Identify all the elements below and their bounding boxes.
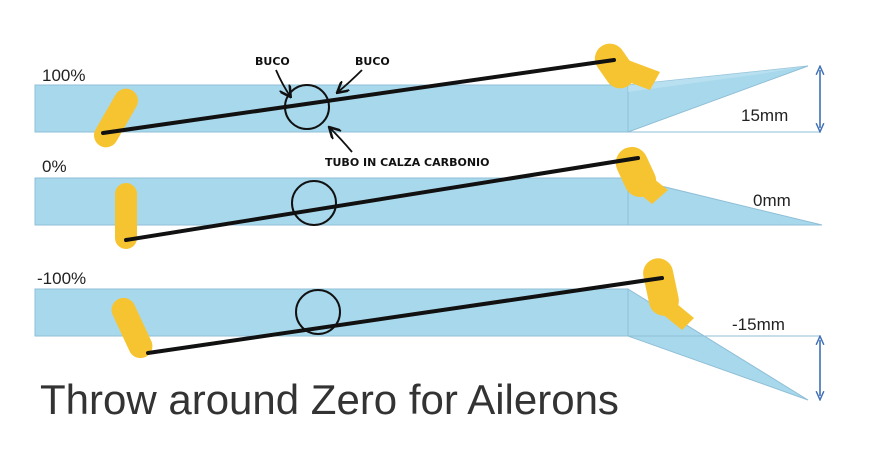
row-0-percent: 0% 0mm: [34, 146, 823, 249]
carbon-tube-hole: [291, 180, 337, 226]
row-100-percent: 100% 15mm: [34, 43, 820, 148]
servo-horn: [115, 183, 137, 249]
pushrod: [101, 58, 616, 135]
servo-horn: [111, 297, 153, 359]
deflection-label: 0mm: [753, 191, 791, 210]
throw-label: 100%: [42, 66, 85, 85]
aileron-tip-shadow: [628, 66, 808, 92]
deflection-label: -15mm: [732, 315, 785, 334]
hole-annotation-left: BUCO: [255, 55, 290, 68]
pushrod: [124, 156, 640, 242]
throw-label: 0%: [42, 157, 67, 176]
carbon-tube-hole: [295, 289, 341, 335]
control-horn-extension: [650, 290, 694, 330]
control-horn-extension: [618, 60, 660, 90]
tube-annotation: TUBO IN CALZA CARBONIO: [325, 156, 489, 169]
hole-annotation-right: BUCO: [355, 55, 390, 68]
annotation-arrow: [330, 128, 353, 153]
deflection-label: 15mm: [741, 106, 788, 125]
annotations: BUCO BUCO TUBO IN CALZA CARBONIO: [255, 55, 489, 169]
throw-label: -100%: [37, 269, 86, 288]
diagram-title: Throw around Zero for Ailerons: [40, 376, 619, 423]
annotation-arrow: [275, 69, 290, 96]
annotation-arrow: [338, 69, 363, 92]
pushrod: [146, 276, 664, 355]
row-minus-100-percent: -100% -15mm: [34, 258, 820, 400]
control-horn-extension: [630, 168, 668, 204]
